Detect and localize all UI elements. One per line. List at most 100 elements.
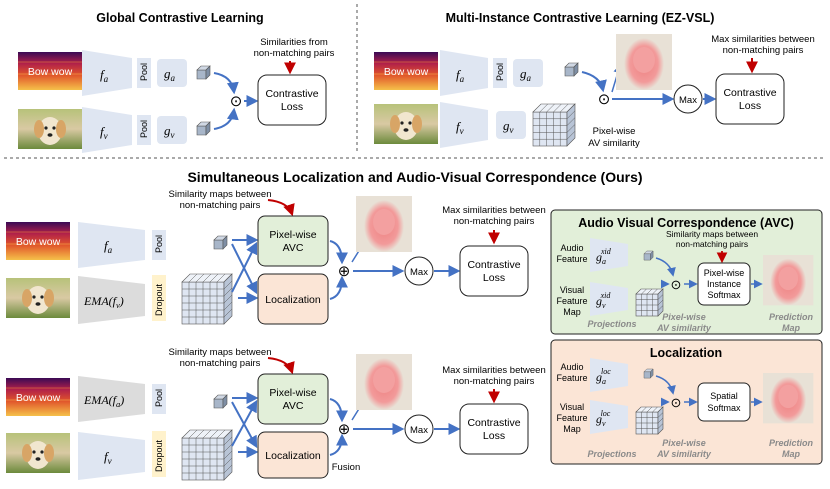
- pixelwise-av-sim-ez-1: Pixel-wise: [593, 126, 636, 137]
- pool-label-ez: Pool: [495, 63, 505, 81]
- ema-visual-encoder-r1: [78, 276, 145, 324]
- audio-vector-icon-ez: [564, 62, 579, 77]
- avc-visual-feature-2: Feature: [556, 296, 587, 306]
- pixelwise-av-sim-ez-2: AV similarity: [588, 138, 640, 149]
- visual-encoder-ez: [440, 102, 488, 148]
- contrastive-loss-box-global: [257, 74, 327, 126]
- cross-arrow-v-to-avc-r1: [231, 241, 258, 293]
- loc-pw-av-sim-1: Pixel-wise: [662, 438, 706, 448]
- contrastive-loss-r1-1: Contrastive: [467, 259, 520, 271]
- arrow-red-r2: [267, 357, 295, 375]
- contrastive-loss-box-ez: [715, 73, 785, 125]
- pixelwise-avc-r1-1: Pixel-wise: [269, 229, 316, 241]
- pool-label-r1: Pool: [154, 235, 164, 253]
- avc-prediction-map-image: [763, 255, 814, 306]
- loc-prediction-1: Prediction: [769, 438, 814, 448]
- global-section: Bow wow fa fv Pool Pool ga gv ⊙ Similari…: [17, 37, 335, 153]
- max-sim-nonmatch-r2-2: non-matching pairs: [454, 376, 535, 387]
- g-a-loc-label: galoc: [596, 367, 611, 386]
- contrastive-loss-box-r1: [459, 245, 529, 297]
- avc-visual-feature-grid: [635, 288, 664, 317]
- bow-wow-label: Bow wow: [28, 66, 73, 78]
- audio-vector-icon-r2: [213, 394, 228, 409]
- loc-visual-feature-grid: [635, 406, 664, 435]
- pool-label-v: Pool: [139, 120, 149, 138]
- arrow-avc-to-fusion-r1: [329, 240, 348, 265]
- g-a-projection-ez: [513, 59, 543, 87]
- dog-image-ez: [374, 104, 438, 144]
- max-sim-nonmatch-r1-2: non-matching pairs: [454, 216, 535, 227]
- avc-arrow-a-to-odot: [655, 257, 676, 277]
- avc-visual-feature-3: Map: [563, 307, 581, 317]
- pixelwise-avc-box-r2: [257, 373, 329, 425]
- g-v-label: gv: [164, 123, 175, 140]
- avc-panel-title: Audio Visual Correspondence (AVC): [578, 216, 794, 230]
- pw-instance-softmax-3: Softmax: [707, 290, 741, 300]
- f-a-label-r1: fa: [104, 238, 113, 255]
- sim-maps-nonmatch-r2-1: Similarity maps between: [169, 347, 272, 358]
- audio-vector-icon-r1: [213, 235, 228, 250]
- avc-visual-projection: [590, 282, 628, 316]
- sim-from-nonmatch-line2: non-matching pairs: [254, 48, 335, 59]
- audio-vector-icon: [196, 65, 211, 80]
- sim-from-nonmatch-line1: Similarities from: [260, 37, 328, 48]
- ours-row-1: Bow wow fa EMA(fv) Pool Dropout Similari…: [5, 189, 546, 325]
- localization-box-r1: [257, 273, 329, 325]
- bow-wow-label-r1: Bow wow: [16, 236, 61, 248]
- pixelwise-avc-r2-1: Pixel-wise: [269, 387, 316, 399]
- odot-symbol-ez: ⊙: [598, 91, 611, 108]
- loc-prediction-map-image: [763, 373, 814, 424]
- f-v-label-r2: fv: [104, 449, 112, 466]
- avc-panel: Audio Visual Correspondence (AVC) Audio …: [550, 209, 823, 335]
- dropout-label-r2: Dropout: [154, 439, 164, 472]
- g-v-xid-label: gvxid: [596, 291, 611, 310]
- pw-instance-softmax-1: Pixel-wise: [704, 268, 745, 278]
- spatial-softmax-1: Spatial: [710, 391, 738, 401]
- avc-audio-projection: [590, 238, 628, 272]
- pool-box-a: [137, 58, 151, 88]
- f-a-label-ez: fa: [456, 67, 465, 84]
- avc-prediction-2: Map: [782, 323, 801, 333]
- avc-audio-feature-2: Feature: [556, 254, 587, 264]
- g-a-xid-label: gaxid: [596, 247, 612, 266]
- ema-audio-encoder-r2: [78, 376, 145, 422]
- heatmap-image-r2: [356, 354, 412, 410]
- contrastive-loss-text2: Loss: [281, 101, 303, 113]
- max-label-r2: Max: [410, 425, 428, 436]
- avc-audio-vector-icon: [643, 250, 654, 261]
- audio-encoder: [82, 50, 132, 96]
- sim-maps-nonmatch-r1-2: non-matching pairs: [180, 200, 261, 211]
- title-multi-instance: Multi-Instance Contrastive Learning (EZ-…: [446, 11, 715, 25]
- loc-visual-feature-3: Map: [563, 424, 581, 434]
- bow-wow-label-ez: Bow wow: [384, 66, 429, 78]
- dog-image: [18, 109, 82, 149]
- max-sim-nonmatch-ez-1: Max similarities between: [711, 34, 814, 45]
- contrastive-loss-r1-2: Loss: [483, 272, 505, 284]
- max-node-r2: [404, 414, 434, 444]
- avc-sim-maps-1: Similarity maps between: [666, 229, 758, 239]
- contrastive-loss-box-r2: [459, 403, 529, 455]
- f-v-label-ez: fv: [456, 119, 464, 136]
- g-v-projection-ez: [496, 111, 526, 139]
- title-ours: Simultaneous Localization and Audio-Visu…: [187, 169, 642, 185]
- loc-odot-symbol: ⊙: [671, 395, 682, 410]
- fusion-label: Fusion: [332, 462, 361, 473]
- dropout-box-r1: [152, 275, 166, 321]
- visual-feature-grid-r2: [181, 429, 233, 481]
- dog-image-r2: [6, 433, 70, 473]
- arrow-a-to-odot-ez: [581, 71, 607, 93]
- g-a-projection: [157, 59, 187, 87]
- arrow-red-r1: [267, 199, 295, 217]
- visual-feature-grid-ez: [532, 103, 576, 147]
- pixelwise-avc-r2-2: AVC: [283, 400, 304, 412]
- pixelwise-instance-softmax-box: [697, 262, 751, 306]
- localization-label-r1: Localization: [265, 294, 321, 306]
- heatmap-image-r1: [356, 196, 412, 252]
- g-a-label-ez: ga: [520, 66, 532, 83]
- loc-visual-feature-2: Feature: [556, 413, 587, 423]
- avc-prediction-1: Prediction: [769, 312, 814, 322]
- audio-encoder-r1: [78, 222, 145, 268]
- max-sim-nonmatch-ez-2: non-matching pairs: [723, 45, 804, 56]
- avc-sim-maps-2: non-matching pairs: [676, 239, 748, 249]
